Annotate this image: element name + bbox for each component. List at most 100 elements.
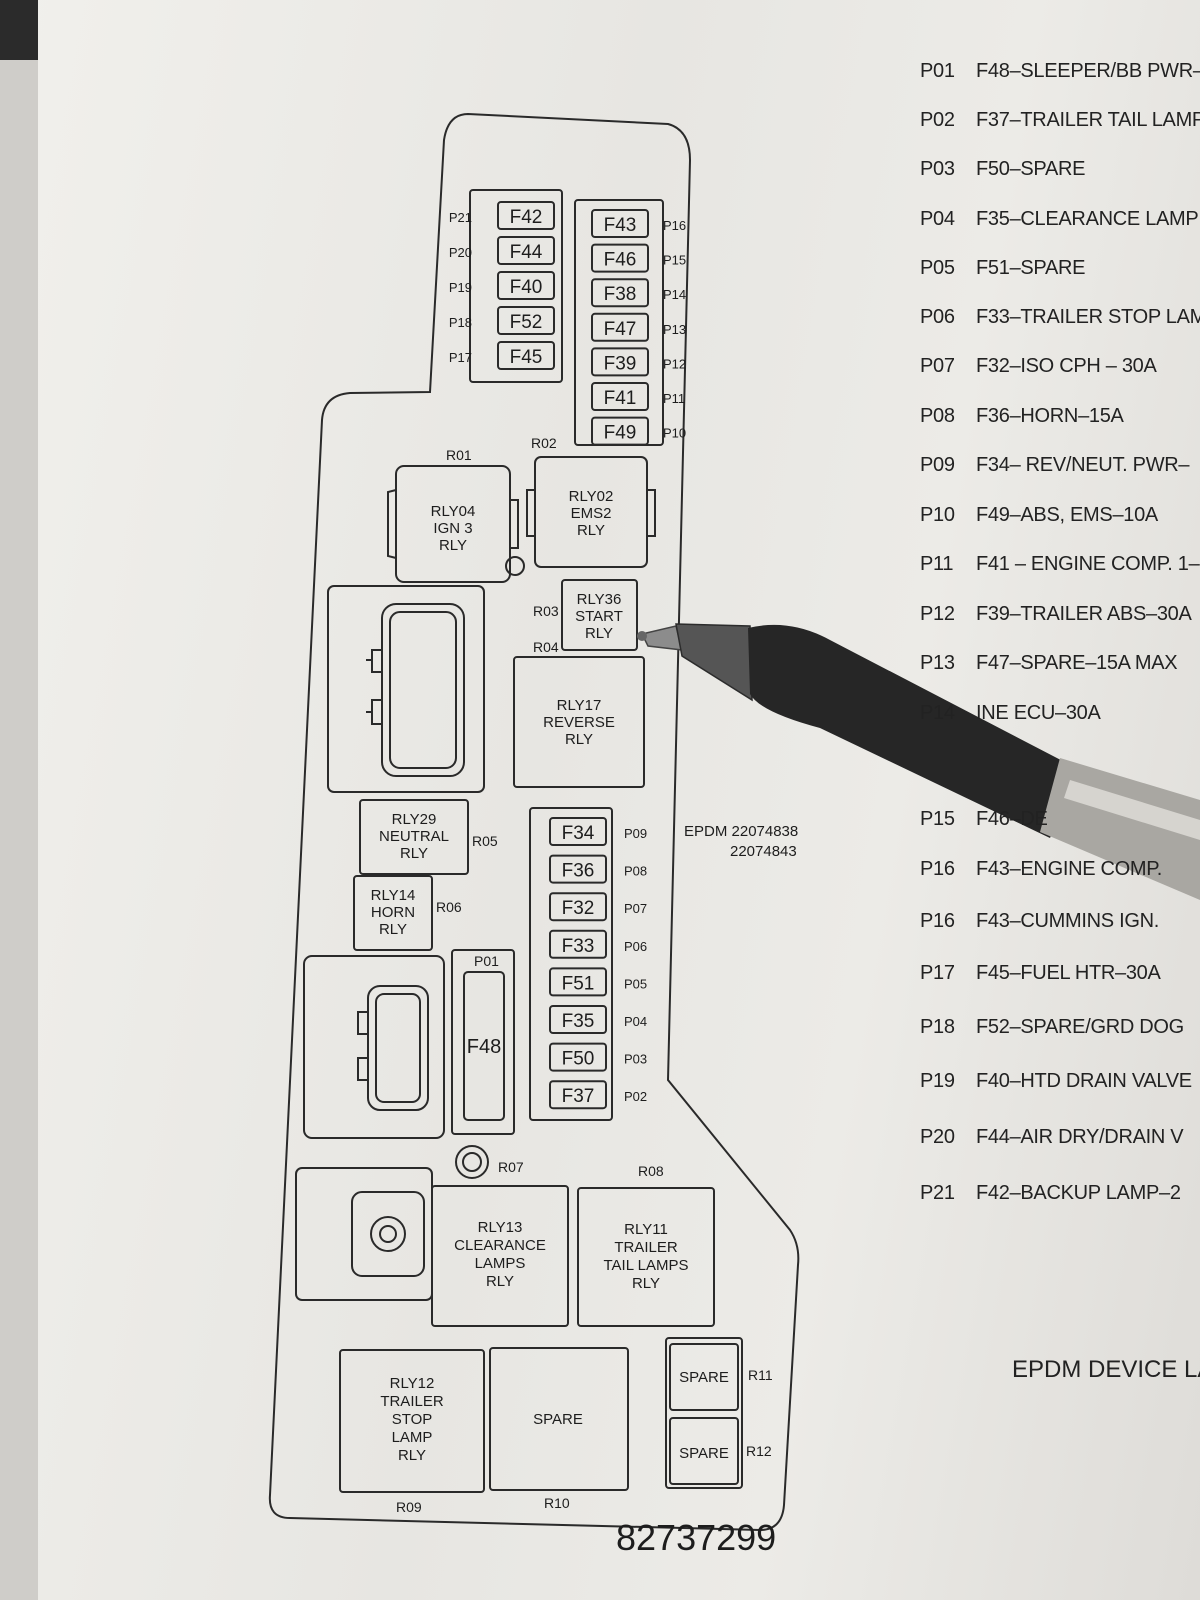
relay-rly12 bbox=[339, 1349, 485, 1493]
legend-description: F43–CUMMINS IGN. bbox=[976, 910, 1160, 932]
mounting-stud-r07-inner bbox=[462, 1152, 482, 1172]
fuse-slot bbox=[497, 271, 555, 300]
fuse-slot bbox=[591, 312, 649, 342]
relay-r10-spare-label: SPARE bbox=[533, 1411, 583, 1428]
legend-description: F51–SPARE bbox=[976, 257, 1086, 279]
legend-description: F33–TRAILER STOP LAM bbox=[976, 306, 1200, 328]
legend-code: P07 bbox=[920, 355, 955, 377]
fuse-label: F42 bbox=[510, 207, 543, 228]
legend-description: F46–DE bbox=[976, 808, 1048, 830]
relay-rly04 bbox=[395, 465, 511, 583]
legend-description: F35–CLEARANCE LAMP bbox=[976, 208, 1199, 230]
label-r03: R03 bbox=[533, 603, 559, 619]
fuse-block-middle bbox=[529, 807, 613, 1121]
relay-rly14 bbox=[353, 875, 433, 951]
fuse-f48-body bbox=[463, 971, 505, 1121]
legend-description: F43–ENGINE COMP. bbox=[976, 858, 1163, 880]
fuse-slot bbox=[497, 201, 555, 230]
fuse-slot bbox=[549, 1080, 607, 1110]
power-stud-housing bbox=[295, 1167, 433, 1301]
legend-row: P19 F40–HTD DRAIN VALVE bbox=[920, 1070, 1192, 1093]
legend-description: F45–FUEL HTR–30A bbox=[976, 962, 1161, 984]
legend-description: F40–HTD DRAIN VALVE bbox=[976, 1070, 1192, 1092]
legend-caption: EPDM DEVICE LA bbox=[1012, 1356, 1200, 1383]
fuse-f48-label: F48 bbox=[467, 1036, 501, 1058]
part-number: 82737299 bbox=[616, 1517, 776, 1558]
legend-code: P12 bbox=[920, 603, 955, 625]
legend-description: INE ECU–30A bbox=[976, 702, 1101, 724]
fuse-label: F47 bbox=[604, 319, 637, 340]
power-stud bbox=[370, 1216, 406, 1252]
fuse-position-label: P04 bbox=[624, 1014, 647, 1029]
legend-code: P15 bbox=[920, 808, 955, 830]
legend-description: F52–SPARE/GRD DOG bbox=[976, 1016, 1184, 1038]
fuse-position-label: P07 bbox=[624, 901, 647, 916]
legend-description: F41 – ENGINE COMP. 1– bbox=[976, 553, 1200, 575]
connector-lower-socket bbox=[367, 985, 429, 1111]
legend-code: P04 bbox=[920, 208, 955, 230]
label-r04: R04 bbox=[533, 639, 559, 655]
fuse-slot bbox=[591, 209, 649, 238]
fuse-label: F34 bbox=[562, 823, 595, 844]
pen-ball bbox=[637, 631, 647, 641]
fuse-label: F52 bbox=[510, 312, 543, 333]
pen bbox=[637, 623, 1200, 900]
relay-r11-spare-holder bbox=[665, 1337, 743, 1489]
relay-rly04-post bbox=[505, 556, 525, 576]
relay-r12-spare-label: SPARE bbox=[679, 1445, 729, 1462]
fuse-position-label: P10 bbox=[663, 426, 686, 441]
relay-rly04-tab-right bbox=[510, 499, 519, 549]
legend-code: P08 bbox=[920, 405, 955, 427]
legend-description: F44–AIR DRY/DRAIN V bbox=[976, 1126, 1184, 1148]
pen-cone bbox=[675, 623, 753, 702]
legend-code: P21 bbox=[920, 1182, 955, 1204]
fuse-label: F40 bbox=[510, 277, 543, 298]
fuse-position-label: P16 bbox=[663, 218, 686, 233]
label-r08: R08 bbox=[638, 1163, 664, 1179]
fuse-label: F46 bbox=[604, 250, 637, 271]
legend-code: P19 bbox=[920, 1070, 955, 1092]
fuse-position-label: P12 bbox=[663, 356, 686, 371]
label-p01: P01 bbox=[474, 953, 499, 969]
fuse-slot bbox=[497, 306, 555, 335]
legend-code: P16 bbox=[920, 910, 955, 932]
legend-description: F48–SLEEPER/BB PWR– bbox=[976, 60, 1200, 82]
fuse-position-label: P08 bbox=[624, 864, 647, 879]
fuse-label: F51 bbox=[562, 973, 595, 994]
legend-row: P17 F45–FUEL HTR–30A bbox=[920, 962, 1161, 985]
fuse-slot bbox=[497, 236, 555, 265]
legend-code: P13 bbox=[920, 652, 955, 674]
relay-rly02-tab bbox=[526, 489, 535, 537]
fuse-slot bbox=[549, 1005, 607, 1034]
connector-upper bbox=[327, 585, 485, 793]
fuse-label: F33 bbox=[562, 936, 595, 957]
legend-code: P17 bbox=[920, 962, 955, 984]
fuse-slot bbox=[549, 817, 607, 846]
label-r05: R05 bbox=[472, 833, 498, 849]
connector-upper-socket-inner bbox=[389, 611, 457, 769]
fuse-block-top-left bbox=[469, 189, 563, 383]
relay-r11-spare-label: SPARE bbox=[679, 1369, 729, 1386]
fuse-label: F36 bbox=[562, 861, 595, 882]
housing-outline bbox=[268, 112, 800, 1532]
fuse-label: F45 bbox=[510, 347, 543, 368]
fuse-slot bbox=[549, 892, 607, 922]
fuse-f48-holder bbox=[451, 949, 515, 1135]
fuse-position-label: P06 bbox=[624, 939, 647, 954]
relay-rly13 bbox=[431, 1185, 569, 1327]
legend-description: F39–TRAILER ABS–30A bbox=[976, 603, 1192, 625]
